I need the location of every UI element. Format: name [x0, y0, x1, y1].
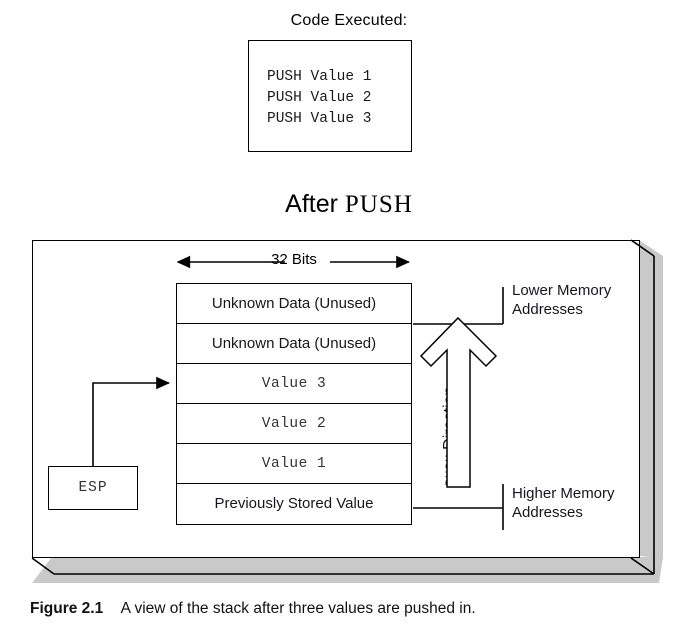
higher-memory-line2: Addresses: [512, 504, 583, 521]
stack-row: Unknown Data (Unused): [177, 284, 411, 324]
stack-row: Value 3: [177, 364, 411, 404]
push-direction-word: Direction: [441, 386, 458, 450]
figure-number: Figure 2.1: [30, 600, 104, 617]
stack-row: Value 1: [177, 444, 411, 484]
after-push-title: After PUSH: [0, 190, 698, 219]
lower-memory-line1: Lower Memory: [512, 282, 612, 299]
figure-caption: Figure 2.1 A view of the stack after thr…: [30, 600, 476, 618]
higher-memory-label: Higher Memory Addresses: [512, 484, 615, 522]
title-prefix: After: [285, 190, 338, 218]
stack-row: Previously Stored Value: [177, 484, 411, 524]
figure-caption-text: A view of the stack after three values a…: [120, 600, 476, 617]
higher-memory-line1: Higher Memory: [512, 485, 615, 502]
esp-register-box: ESP: [48, 466, 138, 510]
push-direction-label: PUSH Direction: [441, 356, 459, 486]
container-bottom-face: [32, 557, 663, 583]
code-listing: PUSH Value 1 PUSH Value 2 PUSH Value 3: [267, 69, 372, 127]
width-measure-label: 32 Bits: [265, 251, 323, 268]
code-executed-heading: Code Executed:: [290, 12, 408, 29]
stack-row: Unknown Data (Unused): [177, 324, 411, 364]
lower-memory-line2: Addresses: [512, 301, 583, 318]
width-measure: 32 Bits: [175, 251, 413, 271]
push-direction-instruction: PUSH: [444, 453, 458, 486]
code-box: PUSH Value 1 PUSH Value 2 PUSH Value 3: [248, 40, 412, 152]
stack-row: Value 2: [177, 404, 411, 444]
lower-memory-label: Lower Memory Addresses: [512, 281, 611, 319]
title-instruction: PUSH: [344, 191, 413, 218]
container-right-face: [639, 240, 663, 558]
stack-table: Unknown Data (Unused) Unknown Data (Unus…: [176, 283, 412, 525]
